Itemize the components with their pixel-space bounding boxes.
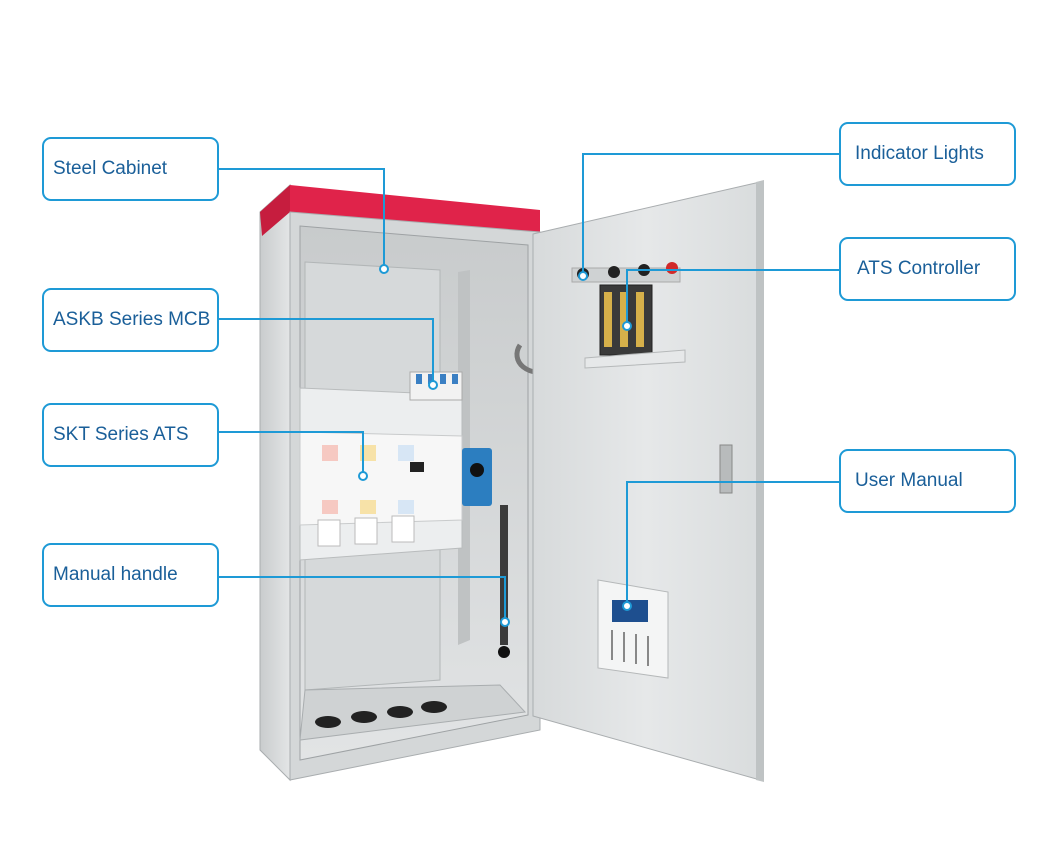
leader-user-manual [626,481,839,605]
leader-markers [358,264,632,627]
callout-indicator-lights: Indicator Lights [839,122,1016,186]
callout-askb-mcb-text: ASKB Series MCB [53,309,211,330]
callout-askb-mcb: ASKB Series MCB [42,288,219,352]
callout-steel-cabinet-text: Steel Cabinet [53,158,168,179]
leader-ats-controller [626,269,839,325]
leader-manual-handle [219,576,506,621]
leader-skt-ats [219,431,364,475]
callout-manual-handle: Manual handle [42,543,219,607]
leader-lines [219,153,839,621]
callout-indicator-lights-text: Indicator Lights [855,143,984,164]
cabinet-top-strip [290,185,540,232]
callout-skt-ats-text: SKT Series ATS [53,424,189,445]
leader-askb-mcb [219,318,434,384]
callout-steel-cabinet: Steel Cabinet [42,137,219,201]
callout-user-manual: User Manual [839,449,1016,513]
callout-ats-controller: ATS Controller [839,237,1016,301]
leader-indicator-lights [582,153,839,275]
callout-skt-ats: SKT Series ATS [42,403,219,467]
manual-booklet [612,600,648,622]
callout-manual-handle-text: Manual handle [53,564,178,585]
callout-user-manual-text: User Manual [855,470,963,491]
mcb-breaker [409,371,463,401]
manual-handle [498,505,510,658]
callout-ats-controller-text: ATS Controller [857,258,981,279]
leader-steel-cabinet [219,168,385,268]
